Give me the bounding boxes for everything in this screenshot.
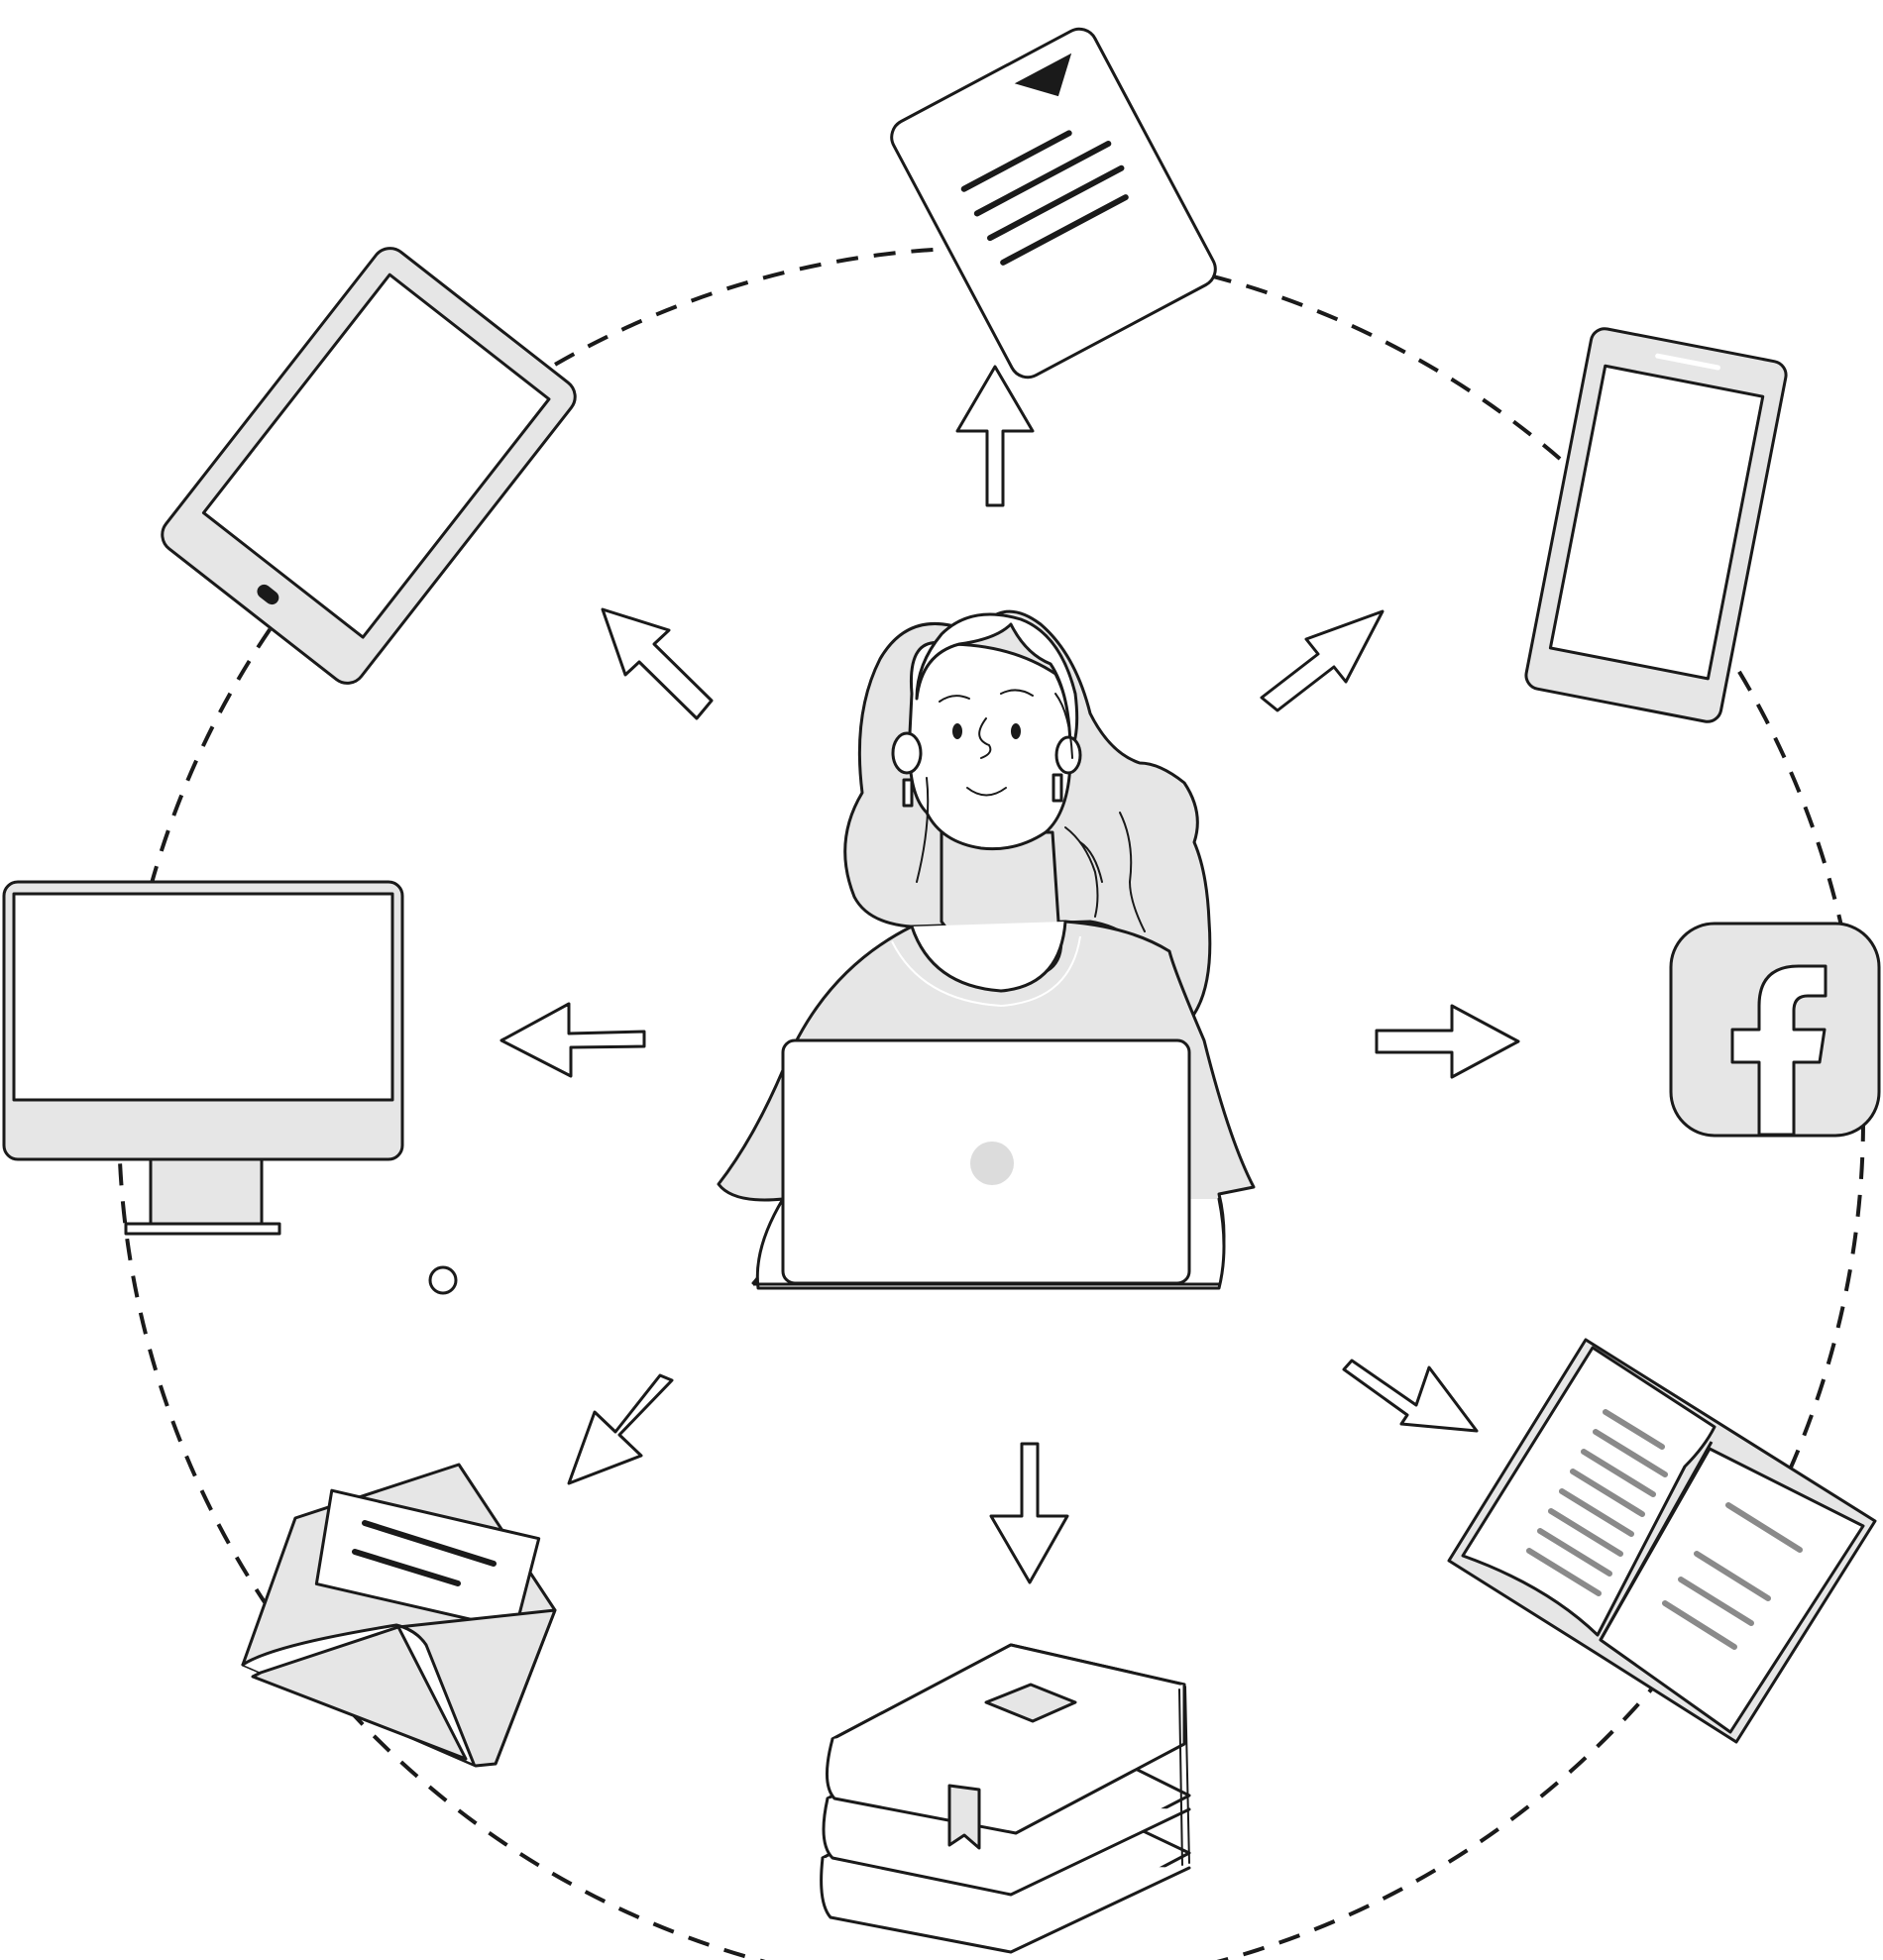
envelope-icon <box>241 1463 557 1768</box>
desktop-monitor-icon <box>2 880 404 1236</box>
arrow-up-left-icon <box>601 607 714 720</box>
arrow-down-icon <box>989 1442 1069 1584</box>
arrow-down-left-icon <box>567 1373 674 1485</box>
open-book-icon <box>1447 1338 1877 1744</box>
decorative-dot <box>428 1265 458 1295</box>
tablet-icon <box>161 247 577 685</box>
arrow-right-icon <box>1375 1004 1520 1079</box>
arrow-up-right-icon <box>1260 609 1385 712</box>
book-stack-icon <box>820 1643 1191 1954</box>
facebook-icon: f <box>1669 922 1881 1138</box>
arrow-up-icon <box>955 365 1035 507</box>
book-text-lines-right <box>1662 1502 1803 1650</box>
document-icon <box>890 27 1217 380</box>
smartphone-icon <box>1524 327 1788 723</box>
arrow-down-right-icon <box>1342 1359 1479 1433</box>
book-text-lines-left <box>1526 1409 1668 1596</box>
laptop-logo <box>970 1142 1014 1185</box>
arrow-left-icon <box>499 1002 646 1078</box>
woman-with-laptop <box>717 609 1256 1290</box>
